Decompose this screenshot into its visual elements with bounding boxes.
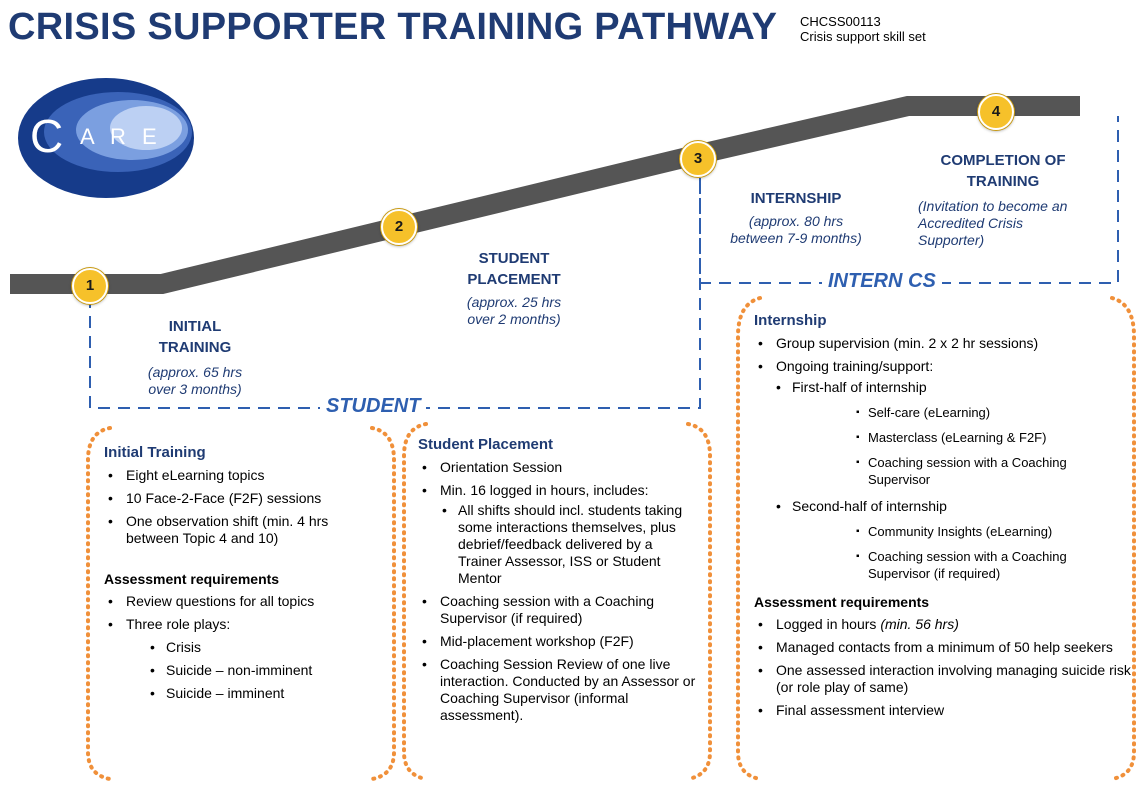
- logged-hours-text: Logged in hours: [776, 616, 881, 632]
- stage-4-note-line3: Supporter): [918, 232, 985, 248]
- initial-training-list: Eight eLearning topics 10 Face-2-Face (F…: [104, 467, 380, 547]
- list-item: Three role plays:: [104, 616, 380, 633]
- first-half-heading: First-half of internship: [774, 379, 1132, 396]
- student-bracket-label: STUDENT: [320, 395, 427, 418]
- list-item: Mid-placement workshop (F2F): [418, 633, 698, 650]
- student-placement-list-2: Coaching session with a Coaching Supervi…: [418, 593, 698, 724]
- internship-assessment-list: Logged in hours (min. 56 hrs) Managed co…: [754, 616, 1132, 719]
- initial-training-title: Initial Training: [104, 444, 206, 461]
- student-placement-box: Student Placement Orientation Session Mi…: [418, 436, 698, 724]
- internship-box-border: [736, 296, 1136, 781]
- list-item: Masterclass (eLearning & F2F): [856, 429, 1132, 446]
- role-plays-list: Crisis Suicide – non-imminent Suicide – …: [148, 639, 380, 702]
- stage-marker-4: 4: [978, 94, 1014, 130]
- list-item: One observation shift (min. 4 hrs betwee…: [104, 513, 380, 547]
- internship-phase-list: First-half of internship: [774, 379, 1132, 396]
- list-item: Coaching Session Review of one live inte…: [418, 656, 698, 724]
- stage-3-title-line1: INTERNSHIP: [750, 190, 842, 207]
- list-item: Suicide – imminent: [148, 685, 380, 702]
- unit-code: CHCSS00113 Crisis support skill set: [800, 14, 926, 44]
- unit-code-number: CHCSS00113: [800, 14, 881, 29]
- stage-4-label: COMPLETION OF TRAINING (Invitation to be…: [908, 150, 1098, 249]
- list-item: Eight eLearning topics: [104, 467, 380, 484]
- first-half-list: Self-care (eLearning) Masterclass (eLear…: [856, 404, 1132, 488]
- second-half-list: Community Insights (eLearning) Coaching …: [856, 523, 1132, 582]
- placement-box-border: [402, 422, 712, 781]
- list-item: Final assessment interview: [754, 702, 1132, 719]
- stage-1-title-line1: INITIAL: [168, 318, 222, 335]
- list-item: Review questions for all topics: [104, 593, 380, 610]
- list-item: Orientation Session: [418, 459, 698, 476]
- stage-1-title-line2: TRAINING: [158, 339, 232, 356]
- logo-letter-a: A: [80, 124, 95, 149]
- internship-list: Group supervision (min. 2 x 2 hr session…: [754, 335, 1132, 375]
- stage-2-title-line1: STUDENT: [478, 250, 550, 267]
- logged-hours-min: (min. 56 hrs): [880, 616, 959, 632]
- stage-2-note-line2: over 2 months): [467, 311, 561, 327]
- stage-4-note-line2: Accredited Crisis: [918, 215, 1024, 231]
- stage-2-title-line2: PLACEMENT: [467, 271, 561, 288]
- list-item: Suicide – non-imminent: [148, 662, 380, 679]
- stage-marker-1: 1: [72, 268, 108, 304]
- list-item: Coaching session with a Coaching Supervi…: [856, 548, 1132, 582]
- logo-letter-e: E: [142, 124, 157, 149]
- student-bracket: [89, 162, 701, 409]
- stage-1-note-line2: over 3 months): [148, 381, 242, 397]
- list-item: Managed contacts from a minimum of 50 he…: [754, 639, 1132, 656]
- initial-training-box: Initial Training Eight eLearning topics …: [104, 444, 380, 702]
- list-item: Ongoing training/support:: [754, 358, 1132, 375]
- list-item: One assessed interaction involving manag…: [754, 662, 1132, 696]
- internship-title: Internship: [754, 312, 827, 329]
- second-half-heading: Second-half of internship: [774, 498, 1132, 515]
- student-placement-list: Orientation Session Min. 16 logged in ho…: [418, 459, 698, 499]
- initial-box-border: [86, 426, 396, 781]
- internship-assessment-title: Assessment requirements: [754, 594, 930, 610]
- stage-marker-2: 2: [381, 209, 417, 245]
- list-item: Min. 16 logged in hours, includes:: [418, 482, 698, 499]
- stage-3-note-line2: between 7-9 months): [730, 230, 862, 246]
- initial-assessment-title: Assessment requirements: [104, 571, 280, 587]
- list-item: Crisis: [148, 639, 380, 656]
- internship-phase-list-2: Second-half of internship: [774, 498, 1132, 515]
- list-item: Coaching session with a Coaching Supervi…: [856, 454, 1132, 488]
- student-placement-sublist: All shifts should incl. students taking …: [440, 502, 698, 587]
- intern-bracket-label: INTERN CS: [822, 270, 942, 293]
- page-title: CRISIS SUPPORTER TRAINING PATHWAY: [8, 6, 778, 48]
- internship-box: Internship Group supervision (min. 2 x 2…: [754, 312, 1132, 719]
- logo-letter-c: C: [30, 110, 63, 162]
- stage-4-title-line2: TRAINING: [966, 173, 1040, 190]
- list-item: All shifts should incl. students taking …: [440, 502, 698, 587]
- list-item: Community Insights (eLearning): [856, 523, 1132, 540]
- stage-2-note-line1: (approx. 25 hrs: [466, 294, 562, 310]
- stage-3-label: INTERNSHIP (approx. 80 hrs between 7-9 m…: [716, 188, 876, 247]
- student-placement-title: Student Placement: [418, 436, 554, 453]
- list-item: Group supervision (min. 2 x 2 hr session…: [754, 335, 1132, 352]
- stage-4-title-line1: COMPLETION OF: [940, 152, 1066, 169]
- list-item: Self-care (eLearning): [856, 404, 1132, 421]
- stage-4-note-line1: (Invitation to become an: [918, 198, 1068, 214]
- list-item: 10 Face-2-Face (F2F) sessions: [104, 490, 380, 507]
- stage-marker-3: 3: [680, 141, 716, 177]
- initial-assessment-list: Review questions for all topics Three ro…: [104, 593, 380, 633]
- stage-2-label: STUDENT PLACEMENT (approx. 25 hrs over 2…: [444, 248, 584, 328]
- unit-code-subtitle: Crisis support skill set: [800, 29, 926, 44]
- list-item: Logged in hours (min. 56 hrs): [754, 616, 1132, 633]
- stage-1-label: INITIAL TRAINING (approx. 65 hrs over 3 …: [130, 316, 260, 398]
- stage-3-note-line1: (approx. 80 hrs: [748, 213, 844, 229]
- logo-letter-r: R: [110, 124, 126, 149]
- stage-1-note-line1: (approx. 65 hrs: [147, 364, 243, 380]
- list-item: Coaching session with a Coaching Supervi…: [418, 593, 698, 627]
- care-logo: C A R E: [18, 78, 194, 198]
